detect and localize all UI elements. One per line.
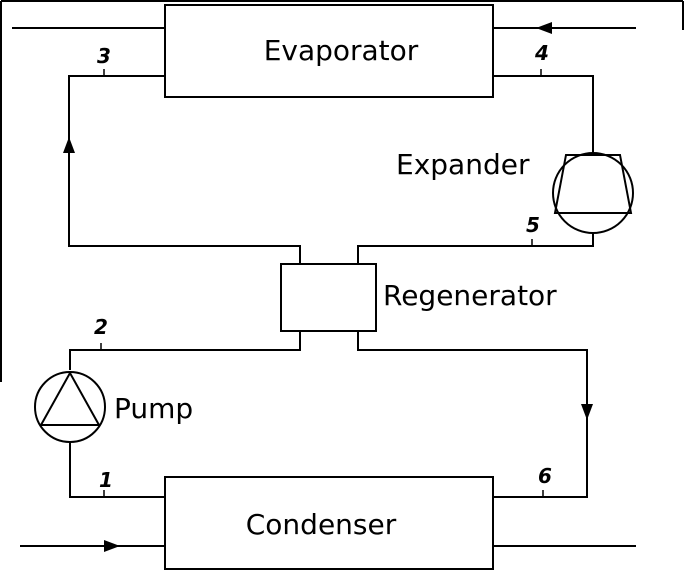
pipe-3 (63, 69, 301, 264)
frame (0, 0, 684, 382)
pump-label: Pump (114, 392, 193, 425)
arrow-up-icon (63, 137, 75, 153)
pipe-2 (69, 331, 301, 370)
regenerator: Regenerator (280, 263, 557, 332)
state-labels: 3 4 5 2 1 6 (94, 41, 552, 492)
state-label-6: 6 (538, 464, 552, 488)
state-label-1: 1 (99, 468, 113, 492)
state-label-4: 4 (534, 41, 549, 65)
state-label-2: 2 (94, 315, 108, 339)
expander-label: Expander (396, 148, 530, 181)
pipe-5 (357, 233, 594, 264)
condenser-external-stream (20, 540, 636, 552)
pump: Pump (34, 370, 193, 443)
arrow-right-icon (104, 540, 120, 552)
evaporator: Evaporator (164, 4, 494, 98)
regenerator-label: Regenerator (383, 279, 557, 312)
arrow-down-icon (581, 404, 593, 420)
evaporator-external-stream (12, 22, 636, 34)
pipe-4 (493, 69, 594, 155)
pipe-1 (69, 443, 165, 498)
evaporator-label: Evaporator (264, 34, 419, 67)
expander: Expander (396, 148, 634, 234)
pipe-6 (357, 331, 593, 498)
arrow-left-icon (536, 22, 552, 34)
condenser-label: Condenser (246, 508, 397, 541)
condenser: Condenser (164, 476, 494, 570)
state-label-3: 3 (97, 44, 111, 68)
state-label-5: 5 (526, 213, 540, 237)
